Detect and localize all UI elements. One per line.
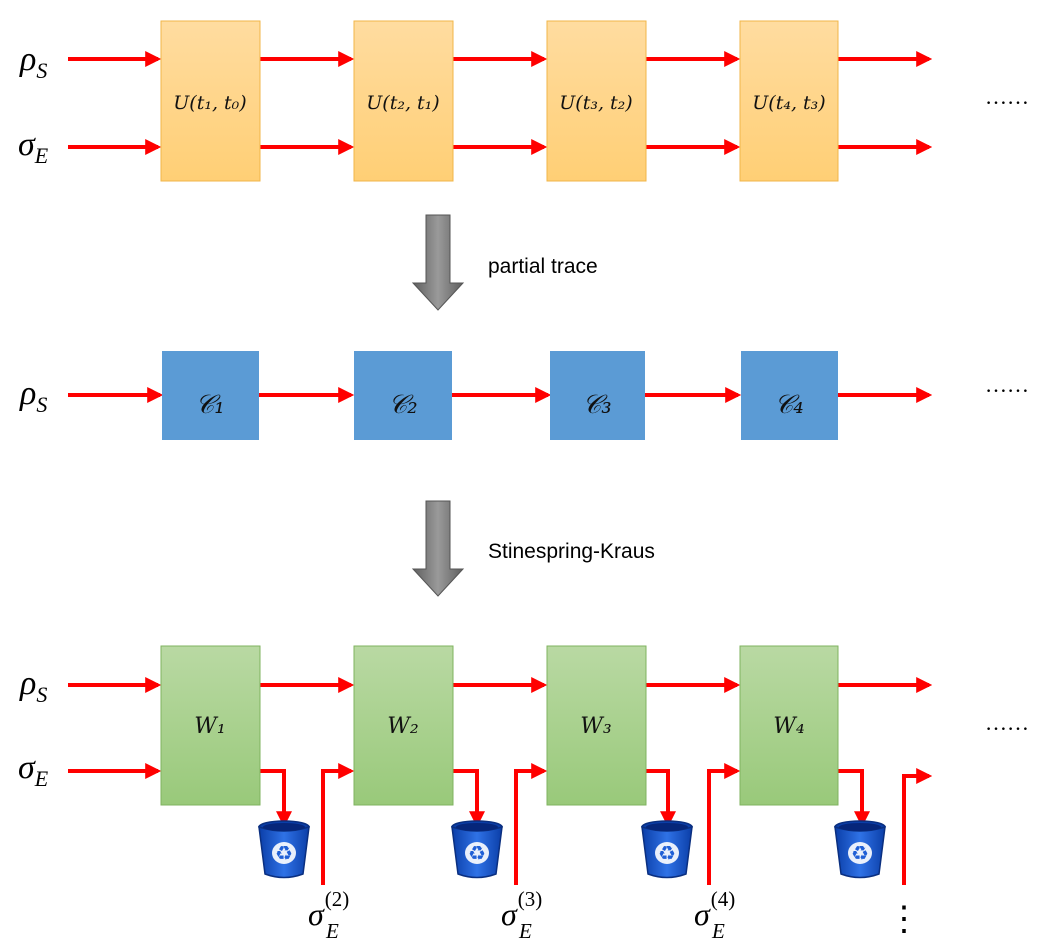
ellipsis: …… — [985, 84, 1029, 109]
unitary-box-1-label: U(t₁, t₀) — [173, 92, 246, 114]
stinespring-box-3-label: W₃ — [580, 714, 611, 739]
input-system-label: ρS — [19, 41, 47, 83]
channel-box-1 — [162, 351, 259, 440]
row-channel: ρS 𝒞₁ 𝒞₂ 𝒞₃ 𝒞₄ …… — [19, 351, 1029, 440]
stinespring-box-4 — [739, 645, 839, 806]
fresh-env-label-3: σ(3) — [501, 887, 542, 932]
unitary-box-3 — [546, 20, 647, 182]
fresh-env-sub: E — [325, 919, 339, 943]
unitary-box-3-label: U(t₃, t₂) — [559, 92, 632, 114]
row-stinespring: ρS σE W₁ W₂ W₃ W₄ — [18, 645, 1029, 943]
fresh-env-wire — [707, 763, 741, 885]
recycle-bin-icon: ♻ — [451, 820, 503, 879]
fresh-env-sub: E — [518, 919, 532, 943]
channel-box-2 — [354, 351, 452, 440]
step-label: Stinespring-Kraus — [488, 540, 655, 563]
stinespring-box-1-label: W₁ — [194, 714, 225, 739]
channel-box-1-label: 𝒞₁ — [195, 390, 224, 420]
stinespring-box-2 — [353, 645, 454, 806]
discard-wire — [453, 769, 485, 828]
channel-box-4 — [741, 351, 838, 440]
ellipsis: …… — [985, 372, 1029, 397]
channel-box-4-label: 𝒞₄ — [774, 390, 803, 420]
discard-wire — [260, 769, 292, 828]
svg-text:♻: ♻ — [658, 841, 676, 865]
fresh-env-wire — [321, 763, 355, 885]
input-system-label: ρS — [19, 665, 47, 707]
channel-box-3-label: 𝒞₃ — [582, 390, 611, 420]
stinespring-box-4-label: W₄ — [773, 714, 804, 739]
fresh-env-wire — [514, 763, 548, 885]
fresh-env-label-2: σ(2) — [308, 887, 349, 932]
unitary-box-2 — [353, 20, 454, 182]
input-system-label: ρS — [19, 375, 47, 417]
recycle-bin-icon: ♻ — [641, 820, 693, 879]
step-label: partial trace — [488, 255, 598, 278]
down-arrow-icon — [411, 500, 465, 597]
vertical-ellipsis: ⋮ — [887, 901, 921, 938]
down-arrow-icon — [411, 214, 465, 311]
unitary-box-1 — [160, 20, 261, 182]
stinespring-box-1 — [160, 645, 261, 806]
input-env-label: σE — [18, 126, 49, 168]
step-stinespring: Stinespring-Kraus — [411, 500, 655, 597]
svg-text:♻: ♻ — [468, 841, 486, 865]
recycle-bin-icon: ♻ — [258, 820, 310, 879]
row-unitary: ρS σE U(t₁, t₀) U(t₂, t₁) U(t₃, t₂) U(t₄… — [18, 20, 1029, 182]
recycle-bin-icon: ♻ — [834, 820, 886, 879]
ellipsis: …… — [985, 710, 1029, 735]
svg-text:♻: ♻ — [851, 841, 869, 865]
fresh-env-label-4: σ(4) — [694, 887, 735, 932]
input-env-label: σE — [18, 749, 49, 791]
discard-wire — [838, 769, 870, 828]
stinespring-box-2-label: W₂ — [387, 714, 418, 739]
unitary-box-4 — [739, 20, 839, 182]
fresh-env-wire — [902, 768, 933, 885]
discard-wire — [646, 769, 676, 828]
channel-box-3 — [550, 351, 645, 440]
unitary-box-2-label: U(t₂, t₁) — [366, 92, 439, 114]
unitary-box-4-label: U(t₄, t₃) — [752, 92, 825, 114]
fresh-env-sub: E — [711, 919, 725, 943]
stinespring-box-3 — [546, 645, 647, 806]
step-partial-trace: partial trace — [411, 214, 598, 311]
channel-box-2-label: 𝒞₂ — [388, 390, 417, 420]
svg-text:♻: ♻ — [275, 841, 293, 865]
